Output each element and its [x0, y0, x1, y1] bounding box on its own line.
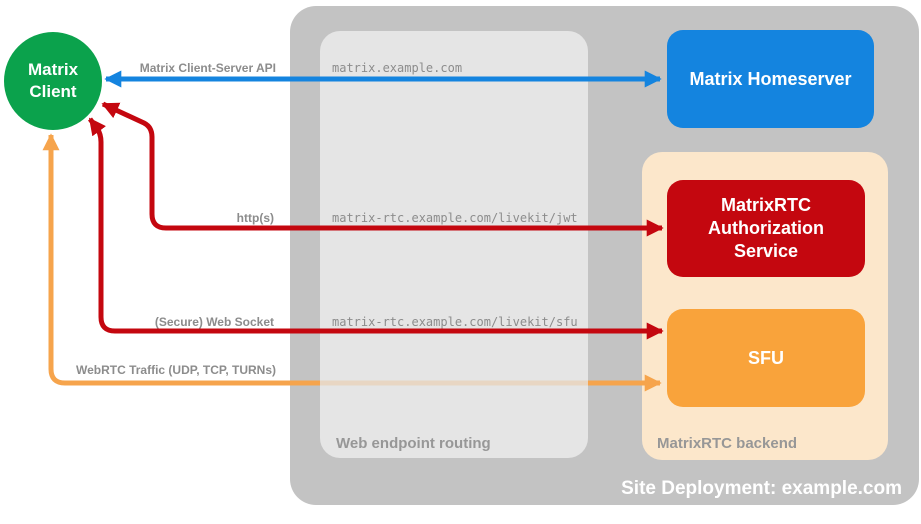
websocket-arrow-label: (Secure) Web Socket — [154, 315, 274, 329]
webrtc-traffic-arrow-label: WebRTC Traffic (UDP, TCP, TURNs) — [75, 363, 276, 377]
site-deployment-caption: Site Deployment: example.com — [621, 478, 902, 499]
matrixrtc-authorization-service-label: MatrixRTC Authorization Service — [708, 195, 824, 261]
endpoint-matrix-example-com: matrix.example.com — [332, 61, 463, 75]
matrixrtc-authorization-service-node: MatrixRTC Authorization Service — [667, 180, 865, 277]
sfu-label: SFU — [748, 347, 784, 368]
matrix-client-label: Matrix Client — [27, 60, 79, 101]
sfu-node: SFU — [667, 309, 865, 407]
endpoint-livekit-sfu: matrix-rtc.example.com/livekit/sfu — [332, 315, 578, 329]
matrix-homeserver-node: Matrix Homeserver — [667, 30, 874, 128]
web-endpoint-routing-box: Web endpoint routing — [320, 31, 588, 458]
http-arrow-label: http(s) — [236, 211, 274, 225]
matrixrtc-backend-caption: MatrixRTC backend — [657, 435, 798, 452]
matrix-client-node: Matrix Client — [4, 32, 102, 130]
matrix-homeserver-label: Matrix Homeserver — [689, 68, 852, 89]
web-endpoint-routing-caption: Web endpoint routing — [336, 435, 491, 452]
client-server-api-arrow-label: Matrix Client-Server API — [139, 61, 276, 75]
webrtc-traffic-arrow-client-segment — [42, 133, 320, 386]
endpoint-livekit-jwt: matrix-rtc.example.com/livekit/jwt — [332, 211, 578, 225]
